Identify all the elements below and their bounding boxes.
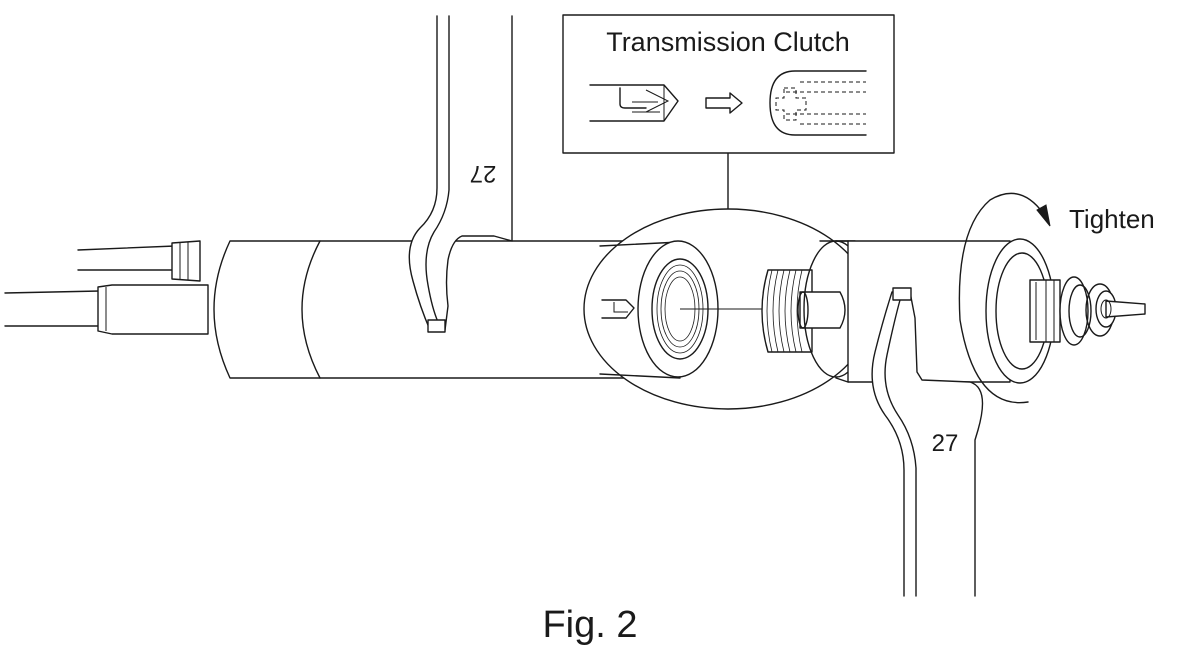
threaded-stud (761, 269, 846, 353)
figure-caption: Fig. 2 (542, 604, 637, 646)
inset-title: Transmission Clutch (606, 27, 850, 57)
wrench-right: 27 (871, 287, 984, 597)
magnified-view (583, 208, 873, 410)
tighten-rotation-arrow (958, 192, 1051, 404)
cables (4, 240, 209, 335)
clutch-after-icon (769, 70, 867, 136)
wrench-left-size: 27 (470, 160, 497, 187)
arrow-right-icon (705, 92, 743, 114)
clutch-before-icon (589, 84, 679, 122)
tighten-label: Tighten (1069, 204, 1155, 234)
wrench-left: 27 (408, 15, 513, 333)
wrench-right-size: 27 (932, 430, 959, 457)
transmission-clutch-inset: Transmission Clutch (562, 14, 895, 211)
